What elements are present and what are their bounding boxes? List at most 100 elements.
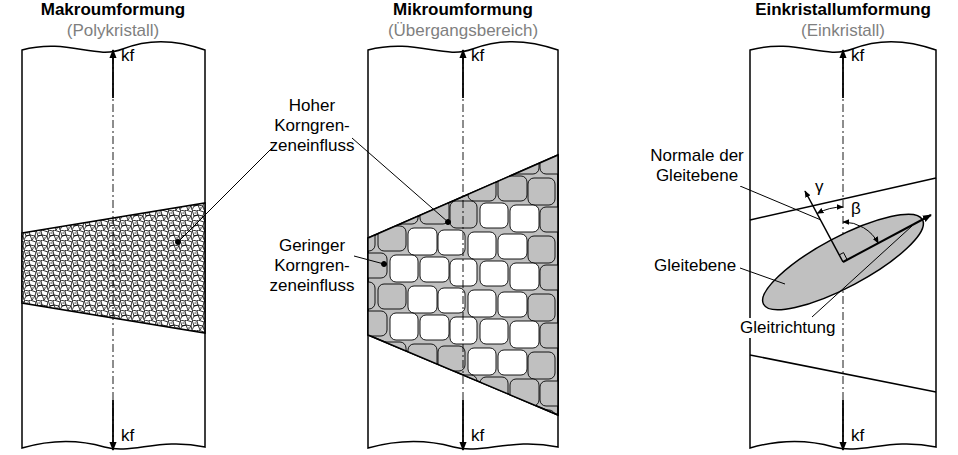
grain [498,234,527,259]
grain [480,261,508,286]
center-axis [463,56,464,444]
angle-label: β [851,199,861,219]
callout-label: Geringer Korngren- zeneinfluss [266,236,358,296]
grain [570,325,598,352]
grain [390,255,418,282]
grain [438,346,465,371]
grain [390,139,418,166]
grain [438,172,465,197]
grain [408,286,437,313]
force-label: kf [851,46,864,66]
grain [438,404,465,429]
grain [528,178,555,205]
grain [420,141,449,166]
grain [450,317,477,344]
grain [420,315,449,340]
grain [480,145,508,170]
grain [558,180,586,205]
angle-arc [817,207,843,213]
slip-direction-arrow [843,215,931,262]
grain [558,296,586,321]
force-arrow [842,50,844,98]
angle-label: γ [815,177,824,197]
grain [348,340,375,367]
grain [390,313,418,340]
polycrystal-band [22,203,205,333]
grain [558,412,586,437]
grain [528,236,555,263]
grain [408,170,437,197]
grain [438,230,465,255]
grain [348,166,375,193]
grain [570,209,598,236]
grain [510,205,539,232]
grain [570,267,598,294]
leader-lines [176,138,913,317]
grain [528,294,555,321]
callout-label: Gleitebene [652,256,738,276]
panel-title: Makroumformung [41,0,186,20]
force-arrow [842,400,844,450]
plane-normal-arrow [805,191,843,262]
grain [378,168,406,193]
grain [360,195,387,220]
panel-subtitle: (Einkristall) [801,21,885,41]
grain [540,265,567,290]
grain [360,311,387,336]
grain [510,379,539,406]
grain [498,408,527,433]
grain [498,350,527,375]
force-label: kf [121,46,134,66]
grain [570,383,598,410]
panel-title: Einkristallumformung [755,0,931,20]
grain [420,257,449,282]
grain [510,321,539,348]
grain [528,410,555,437]
right-angle-mark [839,253,847,260]
specimen-outline [368,42,558,450]
angle-arc [843,222,878,243]
grain [378,284,406,309]
center-axis [113,56,114,444]
grain [528,352,555,379]
panel-subtitle: (Polykristall) [67,21,160,41]
specimen-outline [22,42,205,450]
force-label: kf [851,426,864,446]
force-arrow [462,400,464,450]
grain [480,319,508,344]
specimen-outline [750,42,936,450]
force-arrow [112,50,114,98]
grain [450,143,477,170]
grain [510,263,539,290]
grain [450,201,477,228]
panel-subtitle: (Übergangsbereich) [388,21,538,41]
grain [498,292,527,317]
grain [420,373,449,398]
grain [360,369,387,394]
grain [378,226,406,251]
grain [468,290,496,317]
grain [360,137,387,162]
grain [360,253,387,278]
grain [450,259,477,286]
grain [390,371,418,398]
grain [540,381,567,406]
grain [438,288,465,313]
panel-title: Mikroumformung [393,0,533,20]
grain [480,377,508,402]
grain [348,398,375,425]
grain [540,323,567,348]
force-label: kf [471,426,484,446]
grain [570,151,598,178]
grain [378,400,406,425]
grain [390,197,418,224]
force-label: kf [121,426,134,446]
grain [558,238,586,263]
grain [480,203,508,228]
grain [468,348,496,375]
force-label: kf [471,46,484,66]
grain [408,228,437,255]
callout-label: Gleitrichtung [738,318,837,338]
callout-label: Hoher Korngren- zeneinfluss [266,96,358,156]
